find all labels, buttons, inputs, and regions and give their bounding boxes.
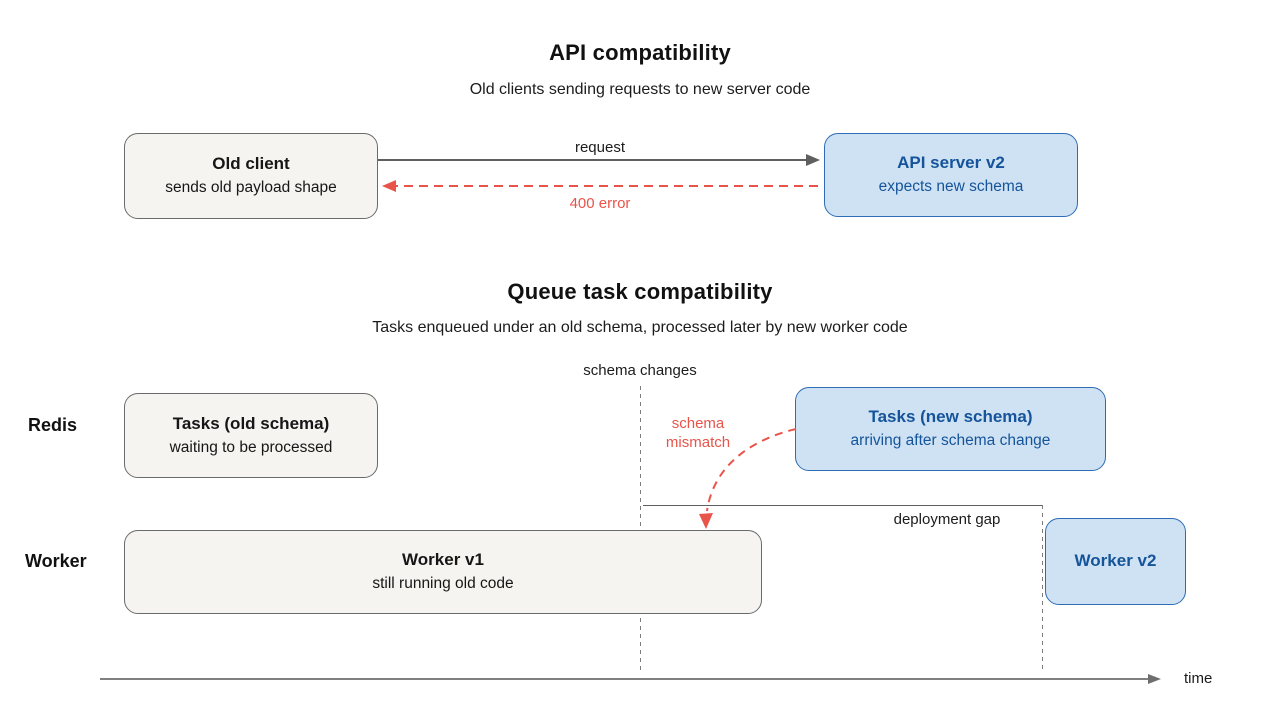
- schema-mismatch-arrowhead-icon: [699, 513, 713, 529]
- time-axis-arrowhead-icon: [1148, 674, 1161, 684]
- request-arrow: [378, 154, 820, 166]
- schema-mismatch-arrow: [699, 428, 797, 529]
- error-400-arrowhead-icon: [382, 180, 396, 192]
- time-axis: [100, 674, 1161, 684]
- error-400-arrow: [382, 180, 818, 192]
- request-arrowhead-icon: [806, 154, 820, 166]
